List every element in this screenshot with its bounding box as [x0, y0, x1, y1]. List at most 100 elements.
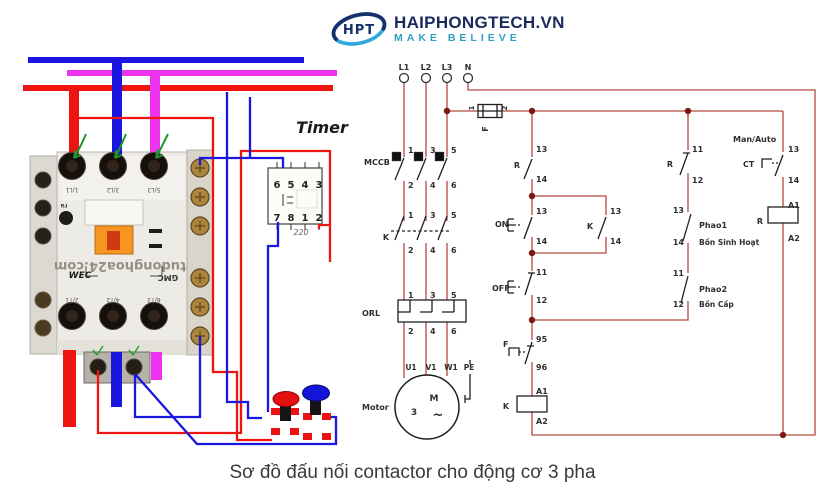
- diagram-label: A1: [788, 201, 800, 210]
- hpt-oval-icon: HPT: [331, 12, 387, 46]
- diagram-label: 5: [451, 291, 457, 300]
- diagram-label: L1: [399, 63, 410, 72]
- diagram-label: 8: [288, 213, 295, 224]
- brand-name: HAIPHONGTECH.VN: [394, 12, 565, 32]
- diagram-label: K: [587, 222, 594, 231]
- diagram-label: 96: [536, 363, 548, 372]
- diagram-label: 12: [536, 296, 547, 305]
- top-terminals: [58, 152, 168, 180]
- diagram-label: U1: [405, 363, 416, 372]
- diagram-label: 4/T2: [106, 296, 120, 303]
- phase-wire-red: [69, 88, 79, 164]
- diagram-label: 14: [673, 238, 685, 247]
- diagram-label: ON: [495, 220, 509, 229]
- diagram-label: L2: [421, 63, 432, 72]
- diagram-label: 3: [430, 291, 436, 300]
- junction-dots: [443, 107, 787, 439]
- diagram-label: 13: [788, 145, 799, 154]
- diagram-label: 5: [451, 146, 457, 155]
- diagram-label: 13: [536, 207, 547, 216]
- diagram-label: 4: [430, 246, 436, 255]
- diagram-label: 1: [408, 211, 414, 220]
- diagram-label: 6: [451, 246, 457, 255]
- diagram-label: ORL: [362, 309, 380, 318]
- diagram-label: 11: [536, 268, 548, 277]
- diagram-label: 13: [536, 145, 547, 154]
- diagram-label: 2: [408, 246, 414, 255]
- diagram-label: 5: [288, 180, 295, 191]
- diagram-label: 2/T1: [65, 296, 79, 303]
- diagram-label: WEC: [69, 271, 92, 281]
- pushbutton-red: [271, 391, 300, 435]
- diagram-label: Man/Auto: [733, 135, 777, 144]
- diagram-label: 3: [411, 408, 417, 418]
- diagram-label: 14: [610, 237, 622, 246]
- diagram-label: A2: [788, 234, 800, 243]
- diagram-label: Bồn Cấp: [699, 300, 734, 309]
- brand-emblem: [59, 211, 73, 225]
- diagram-label: 12: [673, 300, 684, 309]
- diagram-label: N: [465, 63, 472, 72]
- brand-logo: HPT HAIPHONGTECH.VN MAKE BELIEVE: [330, 8, 565, 50]
- diagram-label: 11: [692, 145, 704, 154]
- bottom-terminals: [58, 302, 168, 330]
- diagram-label: 13: [673, 206, 684, 215]
- diagram-label: 1: [408, 291, 414, 300]
- diagram-label: 2: [316, 213, 323, 224]
- diagram-label: 14: [788, 176, 800, 185]
- diagram-label: GMC: [158, 273, 179, 282]
- diagram-label: Phao2: [699, 285, 727, 294]
- logo-abbr: HPT: [343, 23, 375, 38]
- diagram-label: 6/T3: [147, 296, 161, 303]
- diagram-label: K: [383, 233, 390, 242]
- diagram-label: ~: [433, 408, 444, 423]
- diagram-label: 4: [302, 180, 309, 191]
- diagram-label: 5/L3: [147, 186, 160, 193]
- diagram-label: OFF: [492, 284, 510, 293]
- bus-bar-red: [23, 85, 333, 91]
- phase-wire-blue: [112, 60, 122, 164]
- diagram-label: 5: [451, 211, 457, 220]
- diagram-label: W1: [444, 363, 458, 372]
- diagram-label: 6: [451, 181, 457, 190]
- caption: Sơ đồ đấu nối contactor cho động cơ 3 ph…: [229, 462, 596, 483]
- bus-bar-magenta: [67, 70, 337, 76]
- diagram-label: Timer: [296, 118, 349, 137]
- diagram-label: 1: [468, 105, 476, 110]
- diagram-label: R: [757, 217, 763, 226]
- diagram-label: A1: [536, 387, 548, 396]
- diagram-label: 1: [302, 213, 309, 224]
- pushbutton-blue: [302, 384, 331, 440]
- diagram-label: 11: [673, 269, 685, 278]
- diagram-label: 95: [536, 335, 548, 344]
- diagram-label: Phao1: [699, 221, 727, 230]
- diagram-label: L3: [442, 63, 453, 72]
- diagram-label: 1: [408, 146, 414, 155]
- diagram-label: F: [481, 126, 490, 131]
- bus-bar-blue: [28, 57, 304, 63]
- diagram-label: 2: [408, 327, 414, 336]
- diagram-label: R: [514, 161, 520, 170]
- diagram-label: 220: [293, 228, 308, 237]
- right-terminal-strip: [186, 149, 214, 356]
- diagram-label: CT: [743, 160, 755, 169]
- diagram-label: ra: [60, 202, 67, 209]
- diagram-label: 6: [451, 327, 457, 336]
- diagram-label: 12: [692, 176, 703, 185]
- diagram-label: M: [430, 394, 439, 404]
- diagram-label: F: [503, 340, 508, 349]
- diagram-label: 4: [430, 181, 436, 190]
- diagram-label: V1: [425, 363, 436, 372]
- diagram-label: PE: [464, 363, 475, 372]
- diagram-label: tudonghoa24.com: [54, 258, 186, 273]
- diagram-label: Bồn Sinh Hoạt: [699, 238, 760, 247]
- diagram-label: 2: [501, 105, 509, 110]
- diagram-label: 2: [408, 181, 414, 190]
- diagram-label: 14: [536, 175, 548, 184]
- green-arrow-icons: [73, 133, 169, 159]
- diagram-label: 3/L2: [106, 186, 119, 193]
- schematic-symbols: [391, 72, 799, 440]
- diagram-label: 13: [610, 207, 621, 216]
